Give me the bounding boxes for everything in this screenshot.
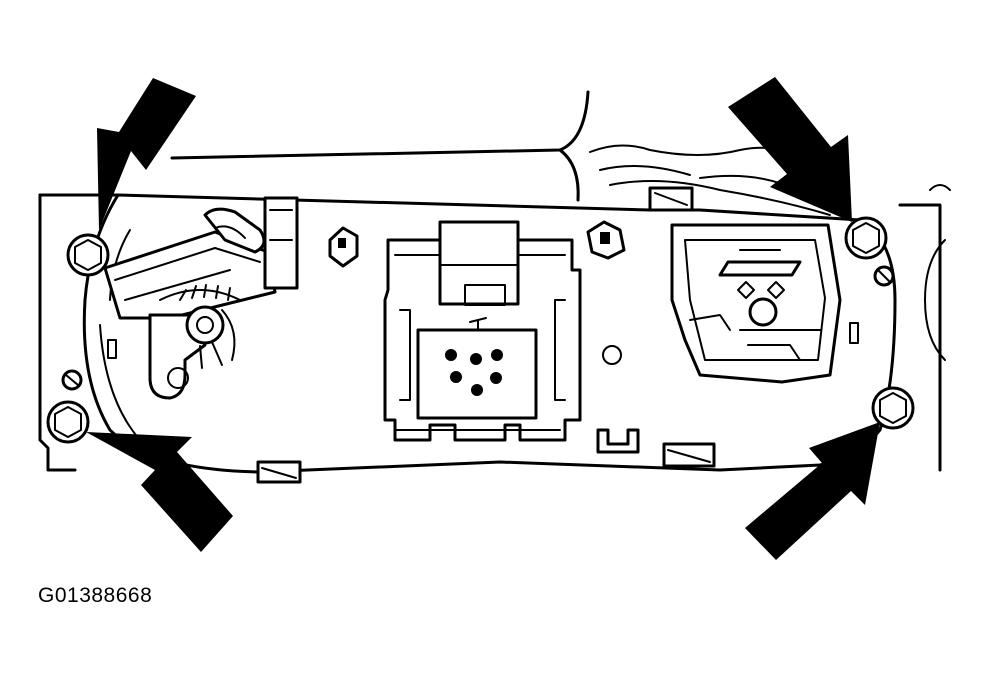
small-screw-left	[61, 369, 83, 391]
right-clip-nut	[586, 220, 626, 260]
screw-top-left	[66, 233, 110, 277]
temperature-cable-assembly	[103, 196, 299, 400]
mode-selector-housing	[670, 223, 842, 384]
bottom-notch	[596, 428, 640, 454]
clip-tab-bottom-right	[662, 442, 716, 468]
bezel-outline	[82, 193, 897, 474]
clip-tab-top	[648, 186, 694, 212]
blower-switch-housing	[383, 220, 582, 442]
arrow-bottom-right	[745, 422, 880, 560]
small-screw-right	[873, 265, 895, 287]
left-clip-nut	[328, 226, 359, 268]
arrow-top-left	[97, 78, 196, 230]
screw-bottom-left	[46, 400, 90, 444]
slot-right	[849, 322, 859, 344]
slot-left	[107, 339, 117, 359]
screw-top-right	[844, 216, 888, 260]
bezel-inner-edge	[99, 229, 141, 441]
right-side-frame	[898, 184, 951, 472]
clip-tab-bottom-left	[256, 460, 302, 484]
upper-dash-trim	[170, 90, 836, 216]
center-hole	[602, 345, 622, 365]
arrow-bottom-left	[86, 432, 233, 552]
arrow-top-right	[728, 77, 852, 222]
screw-bottom-right	[871, 386, 915, 430]
figure-id-label: G01388668	[38, 584, 153, 607]
